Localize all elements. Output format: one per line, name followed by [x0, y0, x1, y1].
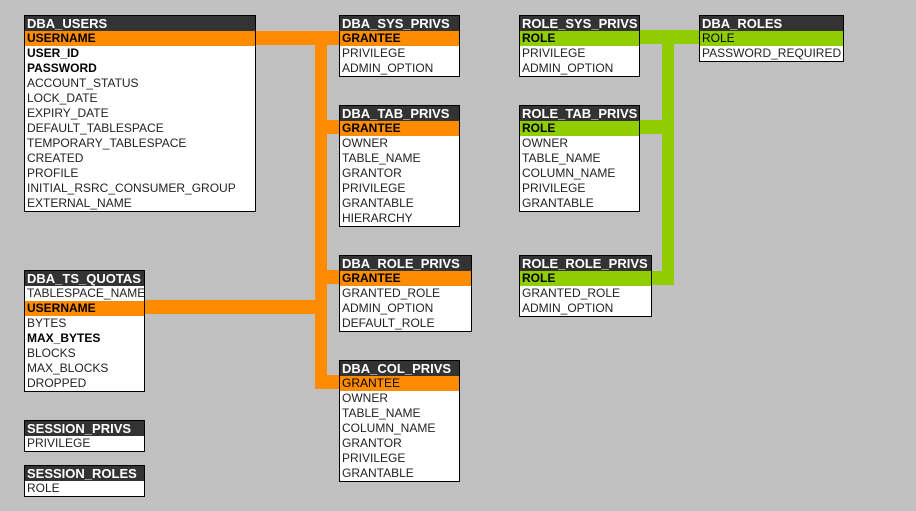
dba-users-column-initial-rsrc-consumer-group[interactable]: INITIAL_RSRC_CONSUMER_GROUP — [27, 181, 236, 195]
dba-col-privs-column-column-name[interactable]: COLUMN_NAME — [342, 421, 436, 435]
dba-roles-column-role[interactable]: ROLE — [700, 31, 843, 46]
role-tab-privs-column-owner[interactable]: OWNER — [522, 136, 568, 150]
role-sys-privs-column-privilege[interactable]: PRIVILEGE — [522, 46, 586, 60]
dba-users-column-created[interactable]: CREATED — [27, 151, 84, 165]
dba-users-column-account-status[interactable]: ACCOUNT_STATUS — [27, 76, 139, 90]
orange-connector-group — [144, 31, 341, 389]
orange-link-col — [315, 375, 341, 389]
dba-role-privs-column-grantee[interactable]: GRANTEE — [340, 271, 471, 286]
dba-sys-privs-title: DBA_SYS_PRIVS — [340, 16, 459, 31]
dba-users-column-user-id[interactable]: USER_ID — [27, 46, 80, 60]
role-role-privs-title: ROLE_ROLE_PRIVS — [520, 256, 651, 271]
dba-tab-privs-column-grantee[interactable]: GRANTEE — [340, 121, 459, 136]
dba-users-column-username[interactable]: USERNAME — [25, 31, 255, 46]
dba-users-column-temporary-tablespace[interactable]: TEMPORARY_TABLESPACE — [27, 136, 187, 150]
session-privs-title: SESSION_PRIVS — [25, 421, 144, 436]
session-privs-column-privilege[interactable]: PRIVILEGE — [27, 436, 91, 450]
role-tab-privs-column-privilege[interactable]: PRIVILEGE — [522, 181, 586, 195]
dba-tab-privs-column-grantable[interactable]: GRANTABLE — [342, 196, 414, 210]
dba-users-column-lock-date[interactable]: LOCK_DATE — [27, 91, 98, 105]
green-link-tab — [638, 120, 674, 134]
dba-col-privs-column-privilege[interactable]: PRIVILEGE — [342, 451, 406, 465]
dba-role-privs-column-default-role[interactable]: DEFAULT_ROLE — [342, 316, 435, 330]
dba-role-privs-column-granted-role[interactable]: GRANTED_ROLE — [342, 286, 441, 300]
orange-link-ts-quotas — [144, 300, 327, 314]
dba-ts-quotas-column-blocks[interactable]: BLOCKS — [27, 346, 76, 360]
dba-role-privs-column-admin-option[interactable]: ADMIN_OPTION — [342, 301, 434, 315]
green-link-role-role — [650, 271, 674, 285]
dba-ts-quotas-column-bytes[interactable]: BYTES — [27, 316, 67, 330]
dba-users-column-profile[interactable]: PROFILE — [27, 166, 79, 180]
role-role-privs-column-role[interactable]: ROLE — [520, 271, 651, 286]
dba-ts-quotas-column-username[interactable]: USERNAME — [25, 301, 144, 316]
dba-ts-quotas-column-max-bytes[interactable]: MAX_BYTES — [27, 331, 101, 345]
dba-tab-privs-column-owner[interactable]: OWNER — [342, 136, 388, 150]
dba-users-title: DBA_USERS — [25, 16, 255, 31]
dba-ts-quotas-column-max-blocks[interactable]: MAX_BLOCKS — [27, 361, 109, 375]
dba-sys-privs-column-admin-option[interactable]: ADMIN_OPTION — [342, 61, 434, 75]
dba-role-privs-title: DBA_ROLE_PRIVS — [340, 256, 471, 271]
dba-sys-privs-column-privilege[interactable]: PRIVILEGE — [342, 46, 406, 60]
session-roles-column-role[interactable]: ROLE — [27, 481, 60, 495]
role-role-privs-column-admin-option[interactable]: ADMIN_OPTION — [522, 301, 614, 315]
dba-tab-privs-column-privilege[interactable]: PRIVILEGE — [342, 181, 406, 195]
role-sys-privs-column-role[interactable]: ROLE — [520, 31, 639, 46]
dba-users-column-password[interactable]: PASSWORD — [27, 61, 97, 75]
role-role-privs-column-granted-role[interactable]: GRANTED_ROLE — [522, 286, 621, 300]
role-tab-privs-column-role[interactable]: ROLE — [520, 121, 639, 136]
dba-tab-privs-column-grantor[interactable]: GRANTOR — [342, 166, 402, 180]
role-tab-privs-column-column-name[interactable]: COLUMN_NAME — [522, 166, 616, 180]
dba-col-privs-column-grantable[interactable]: GRANTABLE — [342, 466, 414, 480]
dba-tab-privs-column-table-name[interactable]: TABLE_NAME — [342, 151, 421, 165]
dba-ts-quotas-column-tablespace-name[interactable]: TABLESPACE_NAME — [27, 286, 144, 300]
dba-tab-privs-title: DBA_TAB_PRIVS — [340, 106, 459, 121]
orange-link-tab — [315, 120, 341, 134]
dba-col-privs-column-table-name[interactable]: TABLE_NAME — [342, 406, 421, 420]
dba-roles-title: DBA_ROLES — [700, 16, 843, 31]
green-trunk — [662, 30, 674, 285]
dba-col-privs-title: DBA_COL_PRIVS — [340, 361, 459, 376]
dba-roles-column-password-required[interactable]: PASSWORD_REQUIRED — [702, 46, 842, 60]
orange-link-role — [315, 270, 341, 284]
role-tab-privs-title: ROLE_TAB_PRIVS — [520, 106, 639, 121]
dba-ts-quotas-column-dropped[interactable]: DROPPED — [27, 376, 87, 390]
role-tab-privs-column-grantable[interactable]: GRANTABLE — [522, 196, 594, 210]
dba-sys-privs-column-grantee[interactable]: GRANTEE — [340, 31, 459, 46]
dba-users-column-default-tablespace[interactable]: DEFAULT_TABLESPACE — [27, 121, 164, 135]
role-sys-privs-column-admin-option[interactable]: ADMIN_OPTION — [522, 61, 614, 75]
dba-users-column-external-name[interactable]: EXTERNAL_NAME — [27, 196, 132, 210]
dba-tab-privs-column-hierarchy[interactable]: HIERARCHY — [342, 211, 413, 225]
role-tab-privs-column-table-name[interactable]: TABLE_NAME — [522, 151, 601, 165]
green-connector-group — [638, 30, 701, 285]
role-sys-privs-title: ROLE_SYS_PRIVS — [520, 16, 639, 31]
dba-ts-quotas-title: DBA_TS_QUOTAS — [25, 271, 144, 286]
dba-users-column-expiry-date[interactable]: EXPIRY_DATE — [27, 106, 109, 120]
dba-col-privs-column-grantee[interactable]: GRANTEE — [340, 376, 459, 391]
session-roles-title: SESSION_ROLES — [25, 466, 144, 481]
dba-col-privs-column-grantor[interactable]: GRANTOR — [342, 436, 402, 450]
dba-col-privs-column-owner[interactable]: OWNER — [342, 391, 388, 405]
